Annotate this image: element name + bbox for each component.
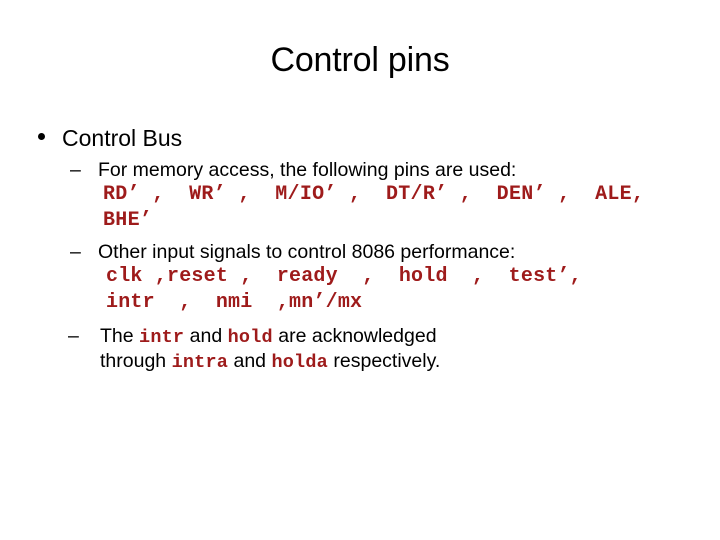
bullet-level2-label-memory-access: For memory access, the following pins ar… [98,159,517,182]
en-dash-icon: – [70,159,81,182]
inline-code-intra: intra [171,352,229,374]
page-title: Control pins [270,41,450,79]
acknowledge-text-part5: and [228,350,272,373]
code-other-signals-line1: clk ,reset , ready , hold , test’, [106,265,582,289]
bullet-level1-label: Control Bus [62,125,183,151]
bullet-level1-control-bus: Control Bus [0,124,720,152]
acknowledge-text-part6: respectively. [327,350,441,373]
inline-code-intr: intr [139,327,185,349]
slide-body: Control Bus – For memory access, the fol… [0,124,720,375]
code-other-signals-line2: intr , nmi ,mn’/mx [106,290,363,314]
inline-code-hold: hold [227,327,273,349]
bullet-level2-acknowledge: – The intr and hold are acknowledged [0,325,720,349]
code-memory-pins-line2: BHE’ [103,209,153,233]
acknowledge-text-part1: The [100,325,140,348]
acknowledge-text-part4: through [100,350,172,373]
bullet-level2-label-other-signals: Other input signals to control 8086 perf… [98,240,516,263]
acknowledge-text-part2: and [184,325,228,348]
bullet-level2-memory-access: – For memory access, the following pins … [0,159,720,182]
acknowledge-text-part3: are acknowledged [272,325,437,348]
acknowledge-line2: through intra and holda respectively. [0,349,720,375]
inline-code-holda: holda [271,352,328,374]
en-dash-icon: – [70,240,81,263]
bullet-level2-other-signals: – Other input signals to control 8086 pe… [0,241,720,264]
en-dash-icon: – [68,325,79,348]
bullet-dot-icon [38,132,45,140]
code-memory-pins-line1: RD’ , WR’ , M/IO’ , DT/R’ , DEN’ , ALE, [103,183,645,207]
